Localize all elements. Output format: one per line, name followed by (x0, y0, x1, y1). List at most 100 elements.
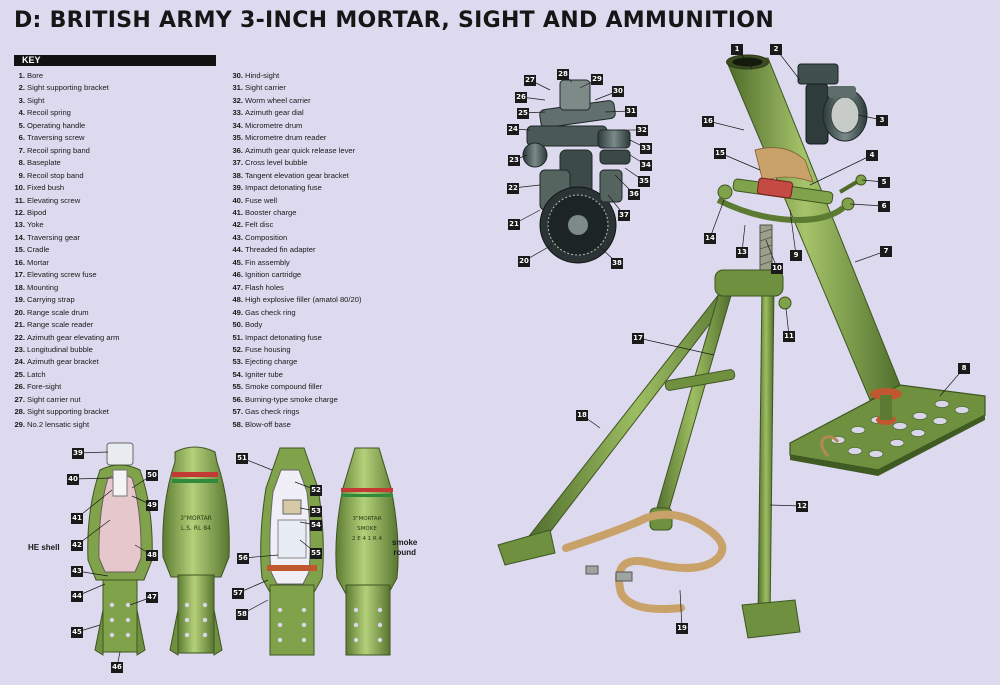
key-item: 30.Hind-sight (232, 71, 280, 80)
callout-58: 58 (236, 609, 248, 620)
callout-27: 27 (524, 75, 536, 86)
callout-47: 47 (146, 592, 158, 603)
callout-37: 37 (618, 210, 630, 221)
key-item: 12.Bipod (14, 207, 47, 217)
key-item: 54.Igniter tube (232, 369, 283, 379)
smoke-shell-exterior: 3"MORTAR SMOKE 2 E 4 1 R 4 (335, 447, 399, 656)
callout-21: 21 (508, 219, 520, 230)
smoke-shell-marking-2: SMOKE (357, 526, 377, 532)
key-item: 57.Gas check rings (232, 407, 300, 417)
key-item: 27.Sight carrier nut (14, 394, 81, 404)
key-item: 43.Composition (232, 232, 288, 242)
callout-7: 7 (880, 246, 892, 257)
callout-4: 4 (866, 150, 878, 161)
smoke-round-label-line1: smoke (392, 538, 418, 547)
key-item: 56.Burning-type smoke charge (232, 394, 338, 404)
callout-39: 39 (72, 448, 84, 459)
callout-52: 52 (310, 485, 322, 496)
callout-57: 57 (232, 588, 244, 599)
key-item: 15.Cradle (14, 245, 50, 255)
callout-44: 44 (71, 591, 83, 602)
smoke-round-label-line2: round (393, 548, 417, 557)
callout-9: 9 (790, 250, 802, 261)
key-item: 3.Sight (18, 95, 45, 105)
callout-10: 10 (771, 263, 783, 274)
callout-12: 12 (796, 501, 808, 512)
he-shell-marking-1: 3"MORTAR (180, 515, 212, 522)
sight-detail-illustration (522, 79, 631, 264)
callout-28: 28 (557, 69, 569, 80)
callout-18: 18 (576, 410, 588, 421)
callout-20: 20 (518, 256, 530, 267)
key-item: 22.Azimuth gear elevating arm (14, 332, 120, 342)
key-item: 48.High explosive filler (amatol 80/20) (232, 295, 362, 305)
key-item: 53.Ejecting charge (232, 357, 298, 367)
callout-55: 55 (310, 548, 322, 559)
key-item: 45.Fin assembly (232, 257, 290, 267)
callout-40: 40 (67, 474, 79, 485)
callout-53: 53 (310, 506, 322, 517)
callout-22: 22 (507, 183, 519, 194)
callout-15: 15 (714, 148, 726, 159)
key-item: 13.Yoke (14, 220, 44, 230)
key-item: 9.Recoil stop band (18, 170, 84, 180)
key-item: 10.Fixed bush (14, 183, 65, 193)
mortar-illustration (497, 54, 986, 639)
key-item: 5.Operating handle (18, 120, 86, 130)
callout-3: 3 (876, 115, 888, 126)
callout-leader-14 (709, 199, 725, 239)
key-item: 19.Carrying strap (14, 295, 75, 305)
key-item: 39.Impact detonating fuse (232, 183, 322, 193)
key-item: 34.Micrometre drum (232, 120, 303, 130)
callout-43: 43 (71, 566, 83, 577)
key-item: 1.Bore (18, 71, 44, 80)
callout-34: 34 (640, 160, 652, 171)
key-item: 24.Azimuth gear bracket (14, 357, 99, 367)
key-item: 49.Gas check ring (232, 307, 296, 317)
key-item: 32.Worm wheel carrier (232, 95, 311, 105)
key-item: 52.Fuse housing (232, 344, 291, 354)
callout-leader-19 (679, 589, 683, 629)
callout-31: 31 (625, 106, 637, 117)
key-item: 8.Baseplate (18, 158, 61, 168)
callout-38: 38 (611, 258, 623, 269)
callout-50: 50 (146, 470, 158, 481)
callout-13: 13 (736, 247, 748, 258)
callout-41: 41 (71, 513, 83, 524)
key-item: 42.Felt disc (232, 220, 274, 230)
callout-24: 24 (507, 124, 519, 135)
callout-32: 32 (636, 125, 648, 136)
callout-14: 14 (704, 233, 716, 244)
carrying-strap (562, 510, 727, 613)
key-item: 35.Micrometre drum reader (232, 133, 327, 143)
key-item: 44.Threaded fin adapter (232, 245, 316, 255)
callout-42: 42 (71, 540, 83, 551)
key-item: 18.Mounting (14, 282, 59, 292)
callout-33: 33 (640, 143, 652, 154)
key-heading: KEY (14, 55, 216, 66)
mounted-sight (797, 63, 868, 145)
callout-6: 6 (878, 201, 890, 212)
key-item: 26.Fore-sight (14, 382, 62, 392)
he-shell-exterior: 3"MORTAR L.S. RL 84 (162, 446, 230, 656)
key-item: 33.Azimuth gear dial (232, 108, 304, 118)
key-item: 23.Longitudinal bubble (14, 344, 93, 354)
callout-16: 16 (702, 116, 714, 127)
key-item: 28.Sight supporting bracket (14, 407, 109, 417)
callout-leader-16 (707, 120, 745, 131)
callout-35: 35 (638, 176, 650, 187)
callout-leader-40 (72, 477, 114, 480)
key-item: 20.Range scale drum (14, 307, 89, 317)
callout-leader-4 (809, 154, 873, 186)
callout-56: 56 (237, 553, 249, 564)
callout-23: 23 (508, 155, 520, 166)
key-item: 4.Recoil spring (18, 108, 71, 118)
key-item: 50.Body (232, 320, 263, 330)
he-shell-cutaway (87, 442, 153, 656)
key-item: 36.Azimuth gear quick release lever (232, 145, 356, 155)
key-item: 46.Ignition cartridge (232, 270, 302, 280)
callout-54: 54 (310, 520, 322, 531)
